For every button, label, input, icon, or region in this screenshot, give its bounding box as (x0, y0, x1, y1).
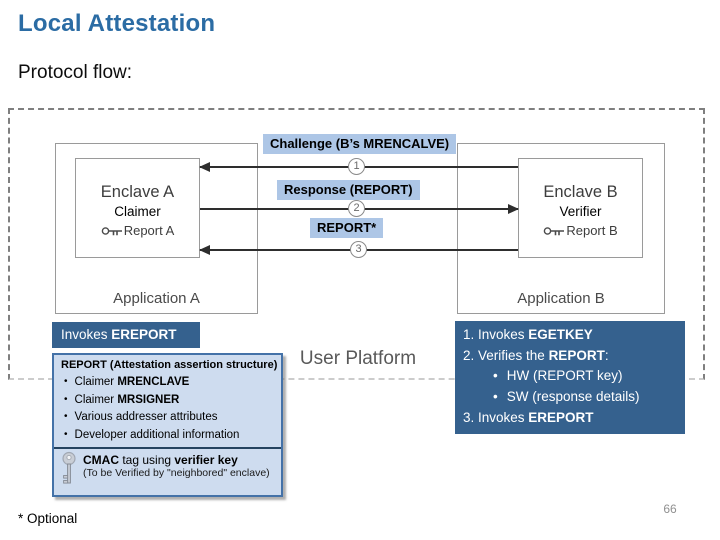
step-1-badge: 1 (348, 158, 365, 175)
bullet-text: Claimer (74, 393, 118, 406)
cmac-tag-line: CMAC tag using verifier key (83, 453, 270, 467)
bullet-icon: • (493, 389, 498, 405)
arrow-left-icon (199, 245, 210, 255)
cmac-bold: CMAC (83, 453, 119, 467)
step-text: 1. Invokes (463, 327, 529, 342)
step-bold: EREPORT (528, 409, 594, 425)
application-b-label: Application B (517, 290, 605, 307)
enclave-b-role: Verifier (559, 204, 602, 219)
report-title-rest: (Attestation assertion structure) (106, 359, 278, 371)
report-bullet-mrenclave: Claimer MRENCLAVE (64, 374, 281, 392)
report-title-bold: REPORT (61, 359, 107, 371)
report-bullet-mrsigner: Claimer MRSIGNER (64, 392, 281, 410)
step-text: : (604, 347, 609, 363)
report-bullet-attributes: Various addresser attributes (64, 409, 281, 427)
challenge-message-label: Challenge (B’s MRENCALVE) (263, 134, 457, 154)
invokes-text: Invokes (61, 327, 112, 342)
verifier-steps-panel: 1. Invokes EGETKEY 2. Verifies the REPOR… (455, 321, 685, 434)
step-text: 2. Verifies the (463, 347, 549, 363)
key-icon (62, 451, 76, 484)
enclave-a-report: Report A (101, 223, 175, 238)
report-structure-title: REPORT (Attestation assertion structure) (61, 359, 278, 371)
page-title: Local Attestation (18, 10, 216, 37)
cmac-mid: tag using (119, 453, 175, 467)
report-box-divider (54, 447, 281, 449)
verifier-key-bold: verifier key (174, 453, 238, 467)
cmac-note: (To be Verified by "neighbored" enclave) (83, 467, 270, 479)
enclave-b-box: Enclave B Verifier Report B (518, 158, 643, 258)
report-message-label: REPORT* (310, 218, 384, 238)
enclave-b-report-label: Report B (566, 223, 618, 238)
report-structure-box: REPORT (Attestation assertion structure)… (52, 353, 283, 497)
verifier-step-2: 2. Verifies the REPORT: (463, 346, 677, 367)
subtitle-protocol-flow: Protocol flow: (18, 62, 133, 83)
bullet-bold: MRSIGNER (117, 393, 180, 406)
verifier-sub-bullet-hw: • HW (REPORT key) (463, 366, 677, 387)
step-text: 3. Invokes (463, 409, 529, 425)
application-a-label: Application A (113, 290, 200, 307)
optional-footnote: * Optional (18, 511, 78, 526)
verifier-sub-bullet-sw: • SW (response details) (463, 387, 677, 408)
cmac-section: CMAC tag using verifier key (To be Verif… (54, 449, 281, 487)
arrow-left-icon (199, 162, 210, 172)
bullet-icon: • (493, 368, 498, 384)
enclave-a-box: Enclave A Claimer Report A (75, 158, 200, 258)
invokes-ereport-banner: Invokes EREPORT (52, 322, 200, 348)
enclave-a-name: Enclave A (100, 183, 175, 201)
sub-bullet-text: HW (REPORT key) (506, 368, 623, 384)
report-bullet-devinfo: Developer additional information (64, 427, 281, 445)
step-2-badge: 2 (348, 200, 365, 217)
enclave-b-report: Report B (543, 223, 618, 238)
ereport-text: EREPORT (111, 327, 177, 342)
step-3-badge: 3 (350, 241, 367, 258)
key-icon (544, 226, 565, 235)
step-bold: EGETKEY (528, 327, 593, 342)
arrow-right-icon (508, 204, 519, 214)
response-message-label: Response (REPORT) (277, 180, 420, 200)
verifier-step-3: 3. Invokes EREPORT (463, 408, 677, 429)
user-platform-label: User Platform (299, 348, 417, 369)
bullet-text: Claimer (74, 376, 118, 388)
report-structure-bullet-list: Claimer MRENCLAVE Claimer MRSIGNER Vario… (64, 374, 281, 444)
enclave-b-name: Enclave B (543, 183, 618, 201)
enclave-a-report-label: Report A (123, 223, 175, 238)
page-number: 66 (663, 502, 677, 516)
verifier-step-1: 1. Invokes EGETKEY (463, 325, 677, 346)
protocol-flow-dashed-frame (8, 108, 705, 380)
sub-bullet-text: SW (response details) (506, 389, 640, 405)
step-bold: REPORT (548, 347, 605, 363)
bullet-bold: MRENCLAVE (117, 376, 190, 388)
enclave-a-role: Claimer (114, 204, 161, 219)
key-icon (101, 226, 122, 235)
cmac-text-block: CMAC tag using verifier key (To be Verif… (83, 451, 270, 479)
